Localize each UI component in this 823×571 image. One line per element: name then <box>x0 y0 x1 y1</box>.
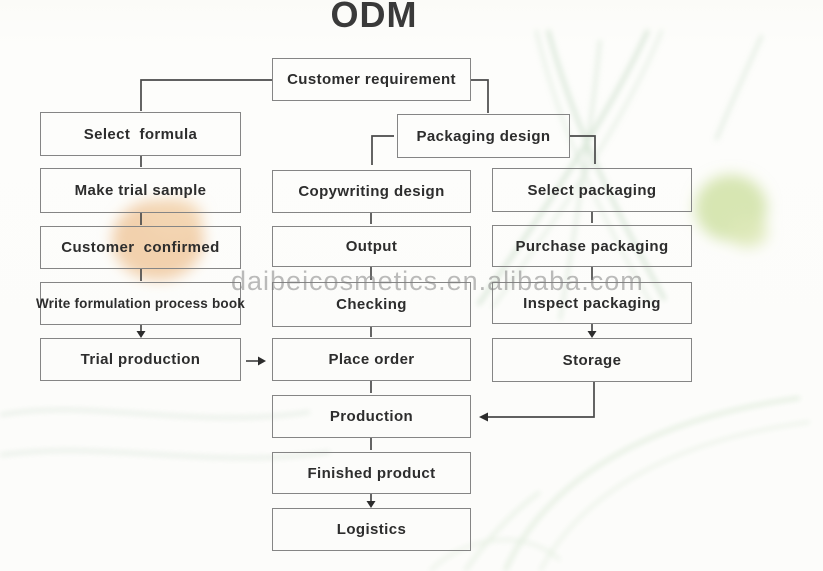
node-trial-production: Trial production <box>40 338 241 381</box>
node-select-packaging: Select packaging <box>492 168 692 212</box>
node-place-order: Place order <box>272 338 471 381</box>
node-output: Output <box>272 226 471 267</box>
node-logistics: Logistics <box>272 508 471 551</box>
node-storage: Storage <box>492 338 692 382</box>
node-copywriting-design: Copywriting design <box>272 170 471 213</box>
node-make-trial-sample: Make trial sample <box>40 168 241 213</box>
bottom-left-waves <box>0 408 331 460</box>
page-title: ODM <box>330 0 418 35</box>
node-inspect-packaging: Inspect packaging <box>492 282 692 324</box>
node-customer-confirmed: Customer confirmed <box>40 226 241 269</box>
green-blob <box>695 175 768 248</box>
watermark-text: daibeicosmetics.en.alibaba.com <box>231 266 644 296</box>
node-packaging-design: Packaging design <box>397 114 570 158</box>
node-write-formulation-process-book: Write formulation process book <box>36 282 245 325</box>
node-purchase-packaging: Purchase packaging <box>492 225 692 267</box>
node-production: Production <box>272 395 471 438</box>
node-finished-product: Finished product <box>272 452 471 494</box>
orange-blob <box>112 198 204 280</box>
node-checking: Checking <box>272 282 471 327</box>
node-customer-requirement: Customer requirement <box>272 58 471 101</box>
node-select-formula: Select formula <box>40 112 241 156</box>
bottom-right-arcs <box>429 396 811 571</box>
